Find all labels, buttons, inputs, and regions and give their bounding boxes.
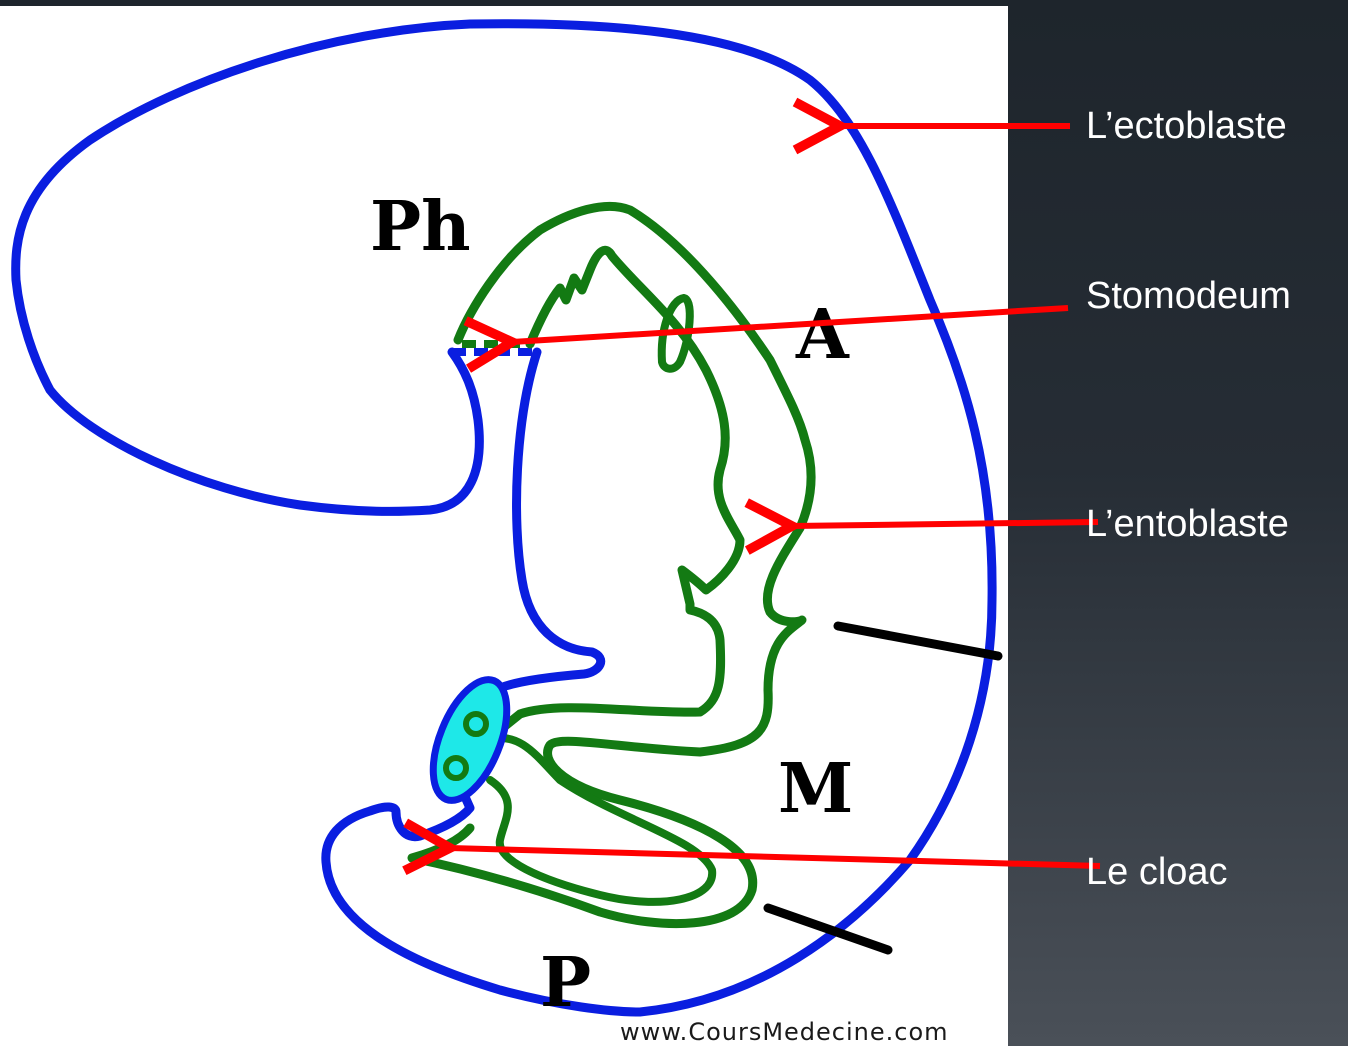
region-label-posterior: P bbox=[540, 943, 591, 1023]
boundary-mark-upper bbox=[838, 626, 998, 656]
callout-entoblaste: L’entoblaste bbox=[1086, 503, 1289, 545]
arrow-entoblaste bbox=[792, 522, 1098, 526]
region-label-middle: M bbox=[778, 749, 853, 829]
arrow-cloaque bbox=[450, 848, 1100, 866]
callout-cloaque: Le cloac bbox=[1086, 851, 1228, 893]
entoblaste-outer-wall bbox=[412, 206, 811, 923]
region-label-pharynx: Ph bbox=[370, 187, 471, 267]
boundary-mark-lower bbox=[768, 908, 888, 950]
watermark: www.CoursMedecine.com bbox=[620, 1018, 949, 1046]
ectoblaste-outline bbox=[16, 24, 992, 1012]
region-label-anterior: A bbox=[795, 295, 850, 375]
arrow-stomodeum bbox=[512, 308, 1068, 342]
callout-ectoblaste: L’ectoblaste bbox=[1086, 105, 1287, 147]
callout-stomodeum: Stomodeum bbox=[1086, 275, 1291, 317]
